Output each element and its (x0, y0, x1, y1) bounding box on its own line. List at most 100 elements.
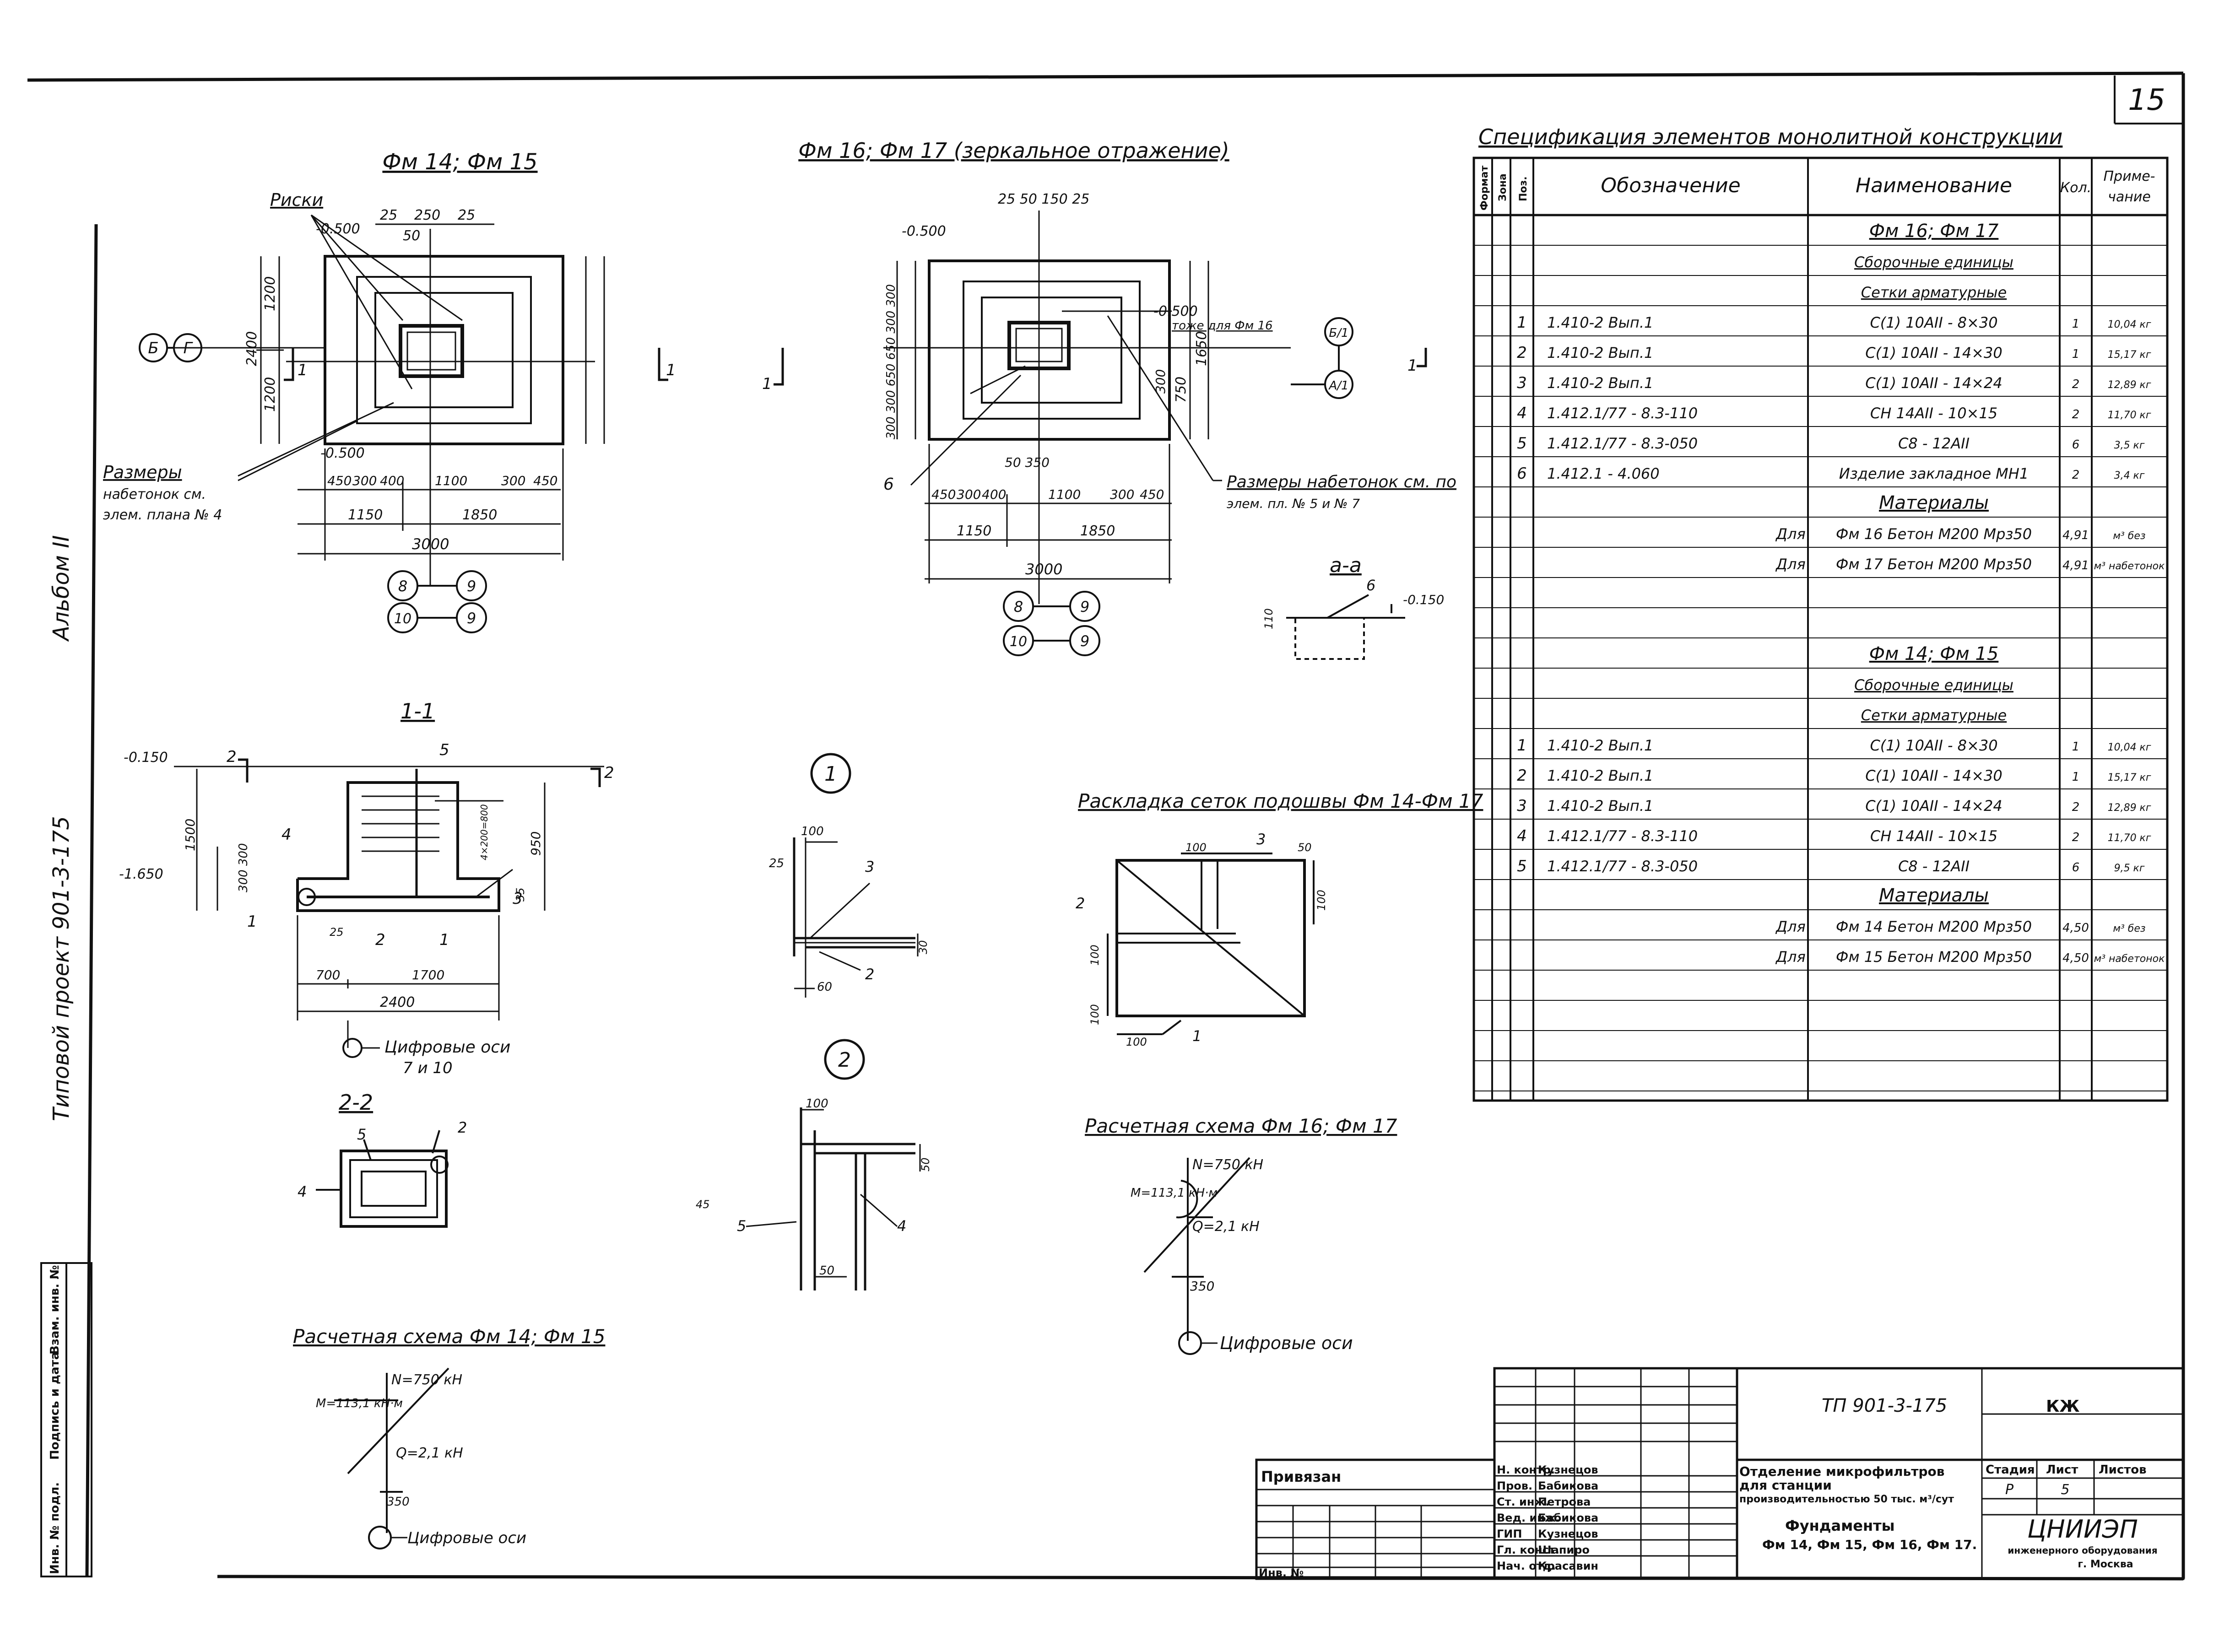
tb-code: ТП 901-3-175 (1822, 1395, 1947, 1416)
fm16-r-300: 300 (1153, 369, 1168, 394)
spec-row-qty: 4,50 (2062, 921, 2089, 935)
fm16-r-750: 750 (1173, 377, 1189, 403)
spec-row-note: 11,70 кг (2108, 832, 2151, 844)
tb-role: ГИП (1497, 1528, 1522, 1540)
spec-row-name: С(1) 10АII - 14×30 (1865, 344, 2002, 362)
s22-m4: 4 (298, 1183, 307, 1200)
fm14-bot-dim-1: 450 (327, 473, 352, 488)
calc14-axes: Цифровые оси (407, 1529, 526, 1547)
spec-row-pos: 4 (1517, 827, 1527, 845)
spec-row-qty: 6 (2072, 438, 2080, 452)
tb-stage: Р (2005, 1482, 2014, 1498)
spec-row-qty: 2 (2072, 408, 2080, 421)
tb-stage-h: Стадия (1986, 1463, 2035, 1477)
s11-title: 1-1 (401, 699, 435, 723)
node1-d25: 25 (769, 857, 784, 870)
tb-role: Нач. отд. (1497, 1560, 1556, 1572)
fm14-bot-dim-2: 300 (352, 473, 377, 488)
spec-row-note: м³ без (2113, 530, 2145, 542)
spec-row-name: СН 14АII - 10×15 (1870, 827, 1997, 845)
spec-row-note: 15,17 кг (2108, 349, 2151, 361)
calc14-q: Q=2,1 кН (396, 1445, 463, 1461)
tb-org-3: г. Москва (2078, 1559, 2133, 1570)
fm16-r-1650: 1650 (1194, 331, 1210, 366)
spec-row-name: С(1) 10АII - 8×30 (1870, 737, 1997, 754)
fm14-top-dim-3: 25 (458, 207, 475, 223)
layout-d100e: 100 (1126, 1036, 1147, 1048)
spec-row-designation: 1.412.1/77 - 8.3-110 (1547, 827, 1698, 845)
sheet-frame (27, 71, 2185, 1581)
spec-h-format: Формат (1479, 165, 1490, 211)
tb-desc-5: Фм 14, Фм 15, Фм 16, Фм 17. (1762, 1537, 1977, 1552)
spec-row-name: Сетки арматурные (1861, 707, 2007, 724)
fm16-top-dims: 25 50 150 25 (998, 191, 1089, 207)
spec-h-qty: Кол. (2060, 180, 2091, 196)
spec-row-name: Фм 14 Бетон М200 Мрз50 (1836, 918, 2032, 935)
fm16-left-dims: 300 300 650 650 300 300 (884, 284, 898, 439)
tb-role-name: Бабикова (1538, 1512, 1598, 1524)
node1-d60: 60 (817, 980, 832, 994)
fm16-same-note: тоже для Фм 16 (1172, 319, 1273, 333)
spec-row-qty: 2 (2072, 831, 2080, 844)
calc16-title: Расчетная схема Фм 16; Фм 17 (1085, 1115, 1397, 1137)
spec-row-qty: 2 (2072, 800, 2080, 814)
fm14-axis-8: 8 (398, 578, 407, 595)
fm16-razmery-2: элем. пл. № 5 и № 7 (1227, 496, 1360, 511)
node1-m2: 2 (865, 966, 874, 983)
spec-row-designation: 1.410-2 Вып.1 (1547, 374, 1653, 392)
spec-row-name: Фм 14; Фм 15 (1869, 643, 1999, 664)
spec-h-note-1: Приме- (2103, 168, 2155, 184)
spec-row-name: Материалы (1879, 492, 1989, 513)
s11-d950: 950 (528, 831, 543, 856)
node1-d100: 100 (801, 825, 824, 838)
razmery-label-2: набетонок см. (103, 486, 206, 502)
plan-fm14-fm15: Фм 14; Фм 15 (103, 149, 676, 633)
s11-m5: 5 (439, 741, 449, 759)
spec-row-note: 10,04 кг (2108, 319, 2151, 330)
tb-org-1: ЦНИИЭП (2027, 1515, 2138, 1544)
tb-sheets-h: Листов (2099, 1463, 2147, 1477)
s11-m2b: 2 (604, 764, 614, 782)
spec-row-name: Фм 16; Фм 17 (1869, 221, 1999, 242)
spec-row-name: Фм 17 Бетон М200 Мрз50 (1836, 556, 2032, 573)
spec-row-name: С(1) 10АII - 8×30 (1870, 314, 1997, 331)
fm14-top-dim-1: 25 (380, 207, 397, 223)
spec-row-pos: 5 (1517, 434, 1527, 453)
calc-scheme-fm14: Расчетная схема Фм 14; Фм 15 N=750 кН M=… (293, 1325, 605, 1549)
calc14-m: M=113,1 кН·м (316, 1397, 403, 1410)
s11-d4200: 4×200=800 (479, 804, 490, 860)
tb-role: Пров. (1497, 1479, 1532, 1492)
plan-fm14-elev1: -0.500 (316, 221, 360, 237)
tb-sheet-h: Лист (2046, 1463, 2078, 1477)
spec-row-note: м³ набетонок (2094, 953, 2165, 965)
spec-row-name: Сборочные единицы (1854, 254, 2013, 271)
layout-d100a: 100 (1185, 841, 1207, 854)
spec-row-designation: 1.412.1 - 4.060 (1547, 465, 1660, 482)
spec-row-designation: Для (1775, 918, 1806, 935)
s11-m2c: 2 (375, 931, 385, 949)
s11-d1500: 1500 (183, 819, 198, 851)
spec-row-designation: 1.412.1/77 - 8.3-050 (1547, 858, 1698, 875)
spec-row-name: С(1) 10АII - 14×30 (1865, 767, 2002, 784)
spec-row-qty: 1 (2072, 347, 2080, 361)
fm16-bot-dim-1: 450 (931, 487, 956, 502)
s11-d25: 25 (330, 926, 344, 939)
calc16-axes: Цифровые оси (1220, 1333, 1353, 1353)
tb-desc-2: для станции (1739, 1478, 1832, 1493)
spec-row-pos: 5 (1517, 857, 1527, 875)
tb-role-name: Шапиро (1538, 1544, 1590, 1556)
spec-row-pos: 3 (1517, 797, 1527, 815)
spec-title: Спецификация элементов монолитной констр… (1478, 124, 2062, 149)
spec-row-pos: 4 (1517, 404, 1527, 422)
fm16-axis-8: 8 (1014, 598, 1023, 615)
spec-row-qty: 2 (2072, 378, 2080, 391)
spec-row-name: Сборочные единицы (1854, 676, 2013, 694)
s11-axes-1: Цифровые оси (384, 1038, 510, 1057)
fm14-dim-1850: 1850 (462, 507, 497, 523)
tb-sheet: 5 (2061, 1482, 2069, 1498)
tb-role-name: Кузнецов (1538, 1463, 1598, 1476)
tb-role: Н. контр. (1497, 1463, 1555, 1476)
plan-fm16-fm17: Фм 16; Фм 17 (зеркальное отражение) 25 5… (762, 138, 1456, 656)
plan-fm14-title: Фм 14; Фм 15 (382, 149, 537, 175)
